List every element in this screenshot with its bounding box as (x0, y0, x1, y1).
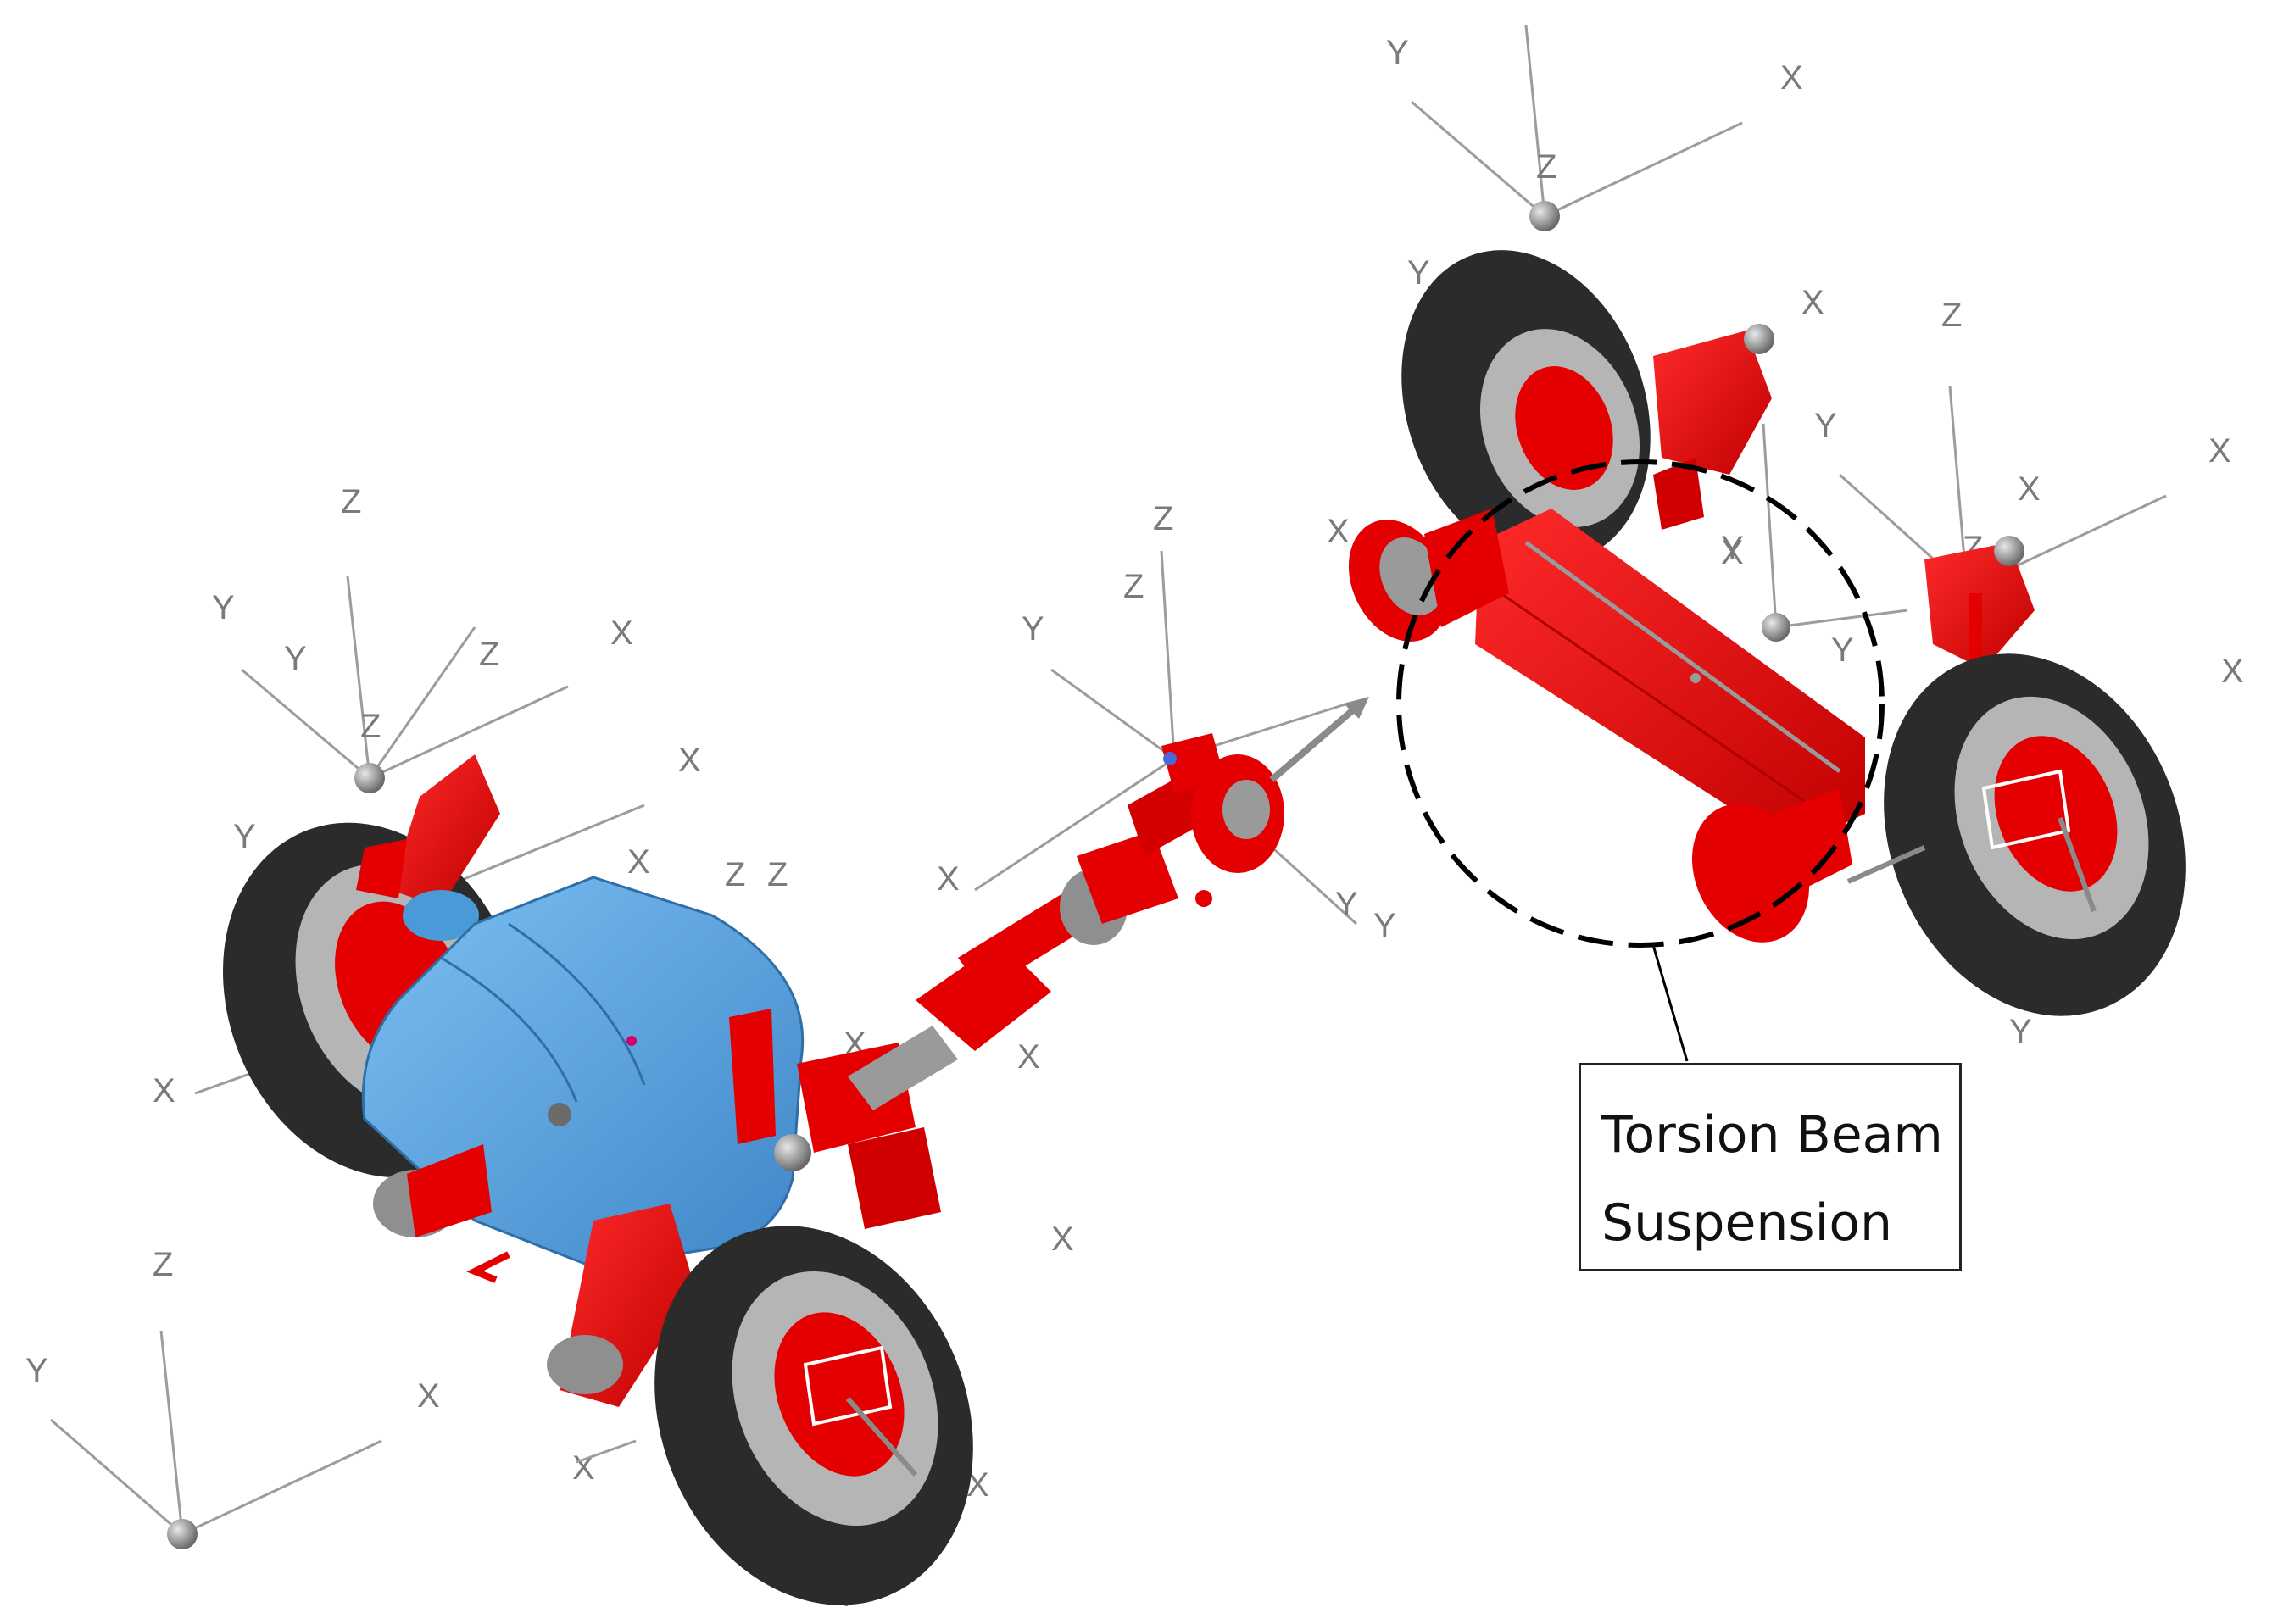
callout-line-1: Torsion Beam (1601, 1105, 1943, 1165)
torsion-beam (1475, 509, 1865, 848)
svg-text:X: X (1327, 513, 1350, 550)
svg-text:Y: Y (212, 589, 235, 626)
svg-text:X: X (1051, 1221, 1074, 1258)
svg-text:X: X (610, 615, 633, 652)
svg-text:Z: Z (1536, 148, 1556, 186)
svg-text:Y: Y (233, 818, 256, 855)
axis-triad-rear-top: Y X Z Y X (1386, 25, 1824, 321)
front-lower-arm (373, 1144, 510, 1283)
axis-triad-front-left-strut: Z Y Y Z Z X X (212, 483, 701, 793)
torsion-beam-highlight-circle (1396, 459, 1885, 948)
torsion-beam-callout: Torsion Beam Suspension (1579, 1063, 1962, 1271)
svg-text:Z: Z (341, 483, 361, 520)
svg-text:Z: Z (479, 636, 499, 673)
svg-text:Z: Z (725, 856, 745, 893)
svg-text:Z: Z (1153, 500, 1173, 537)
svg-text:Y: Y (1373, 907, 1396, 944)
svg-text:Y: Y (1814, 407, 1837, 444)
rear-right-wheel (1846, 653, 2186, 1016)
svg-text:Y: Y (1386, 34, 1409, 71)
svg-text:Z: Z (360, 708, 381, 745)
svg-text:Y: Y (2009, 1013, 2032, 1050)
svg-text:X: X (2221, 653, 2244, 690)
rear-left-wheel (1401, 250, 1651, 564)
svg-text:X: X (1780, 59, 1803, 97)
front-left-strut (356, 754, 500, 941)
svg-text:Z: Z (767, 856, 788, 893)
axis-triad-steering: Z Z Y X Y Y Z Z X X (725, 500, 1396, 1076)
svg-text:Y: Y (1407, 254, 1430, 292)
front-right-wheel (654, 1226, 973, 1605)
svg-text:X: X (153, 1072, 175, 1110)
svg-text:Z: Z (1123, 568, 1144, 605)
rear-left-spring-mount (1653, 324, 1774, 530)
svg-text:Y: Y (1721, 530, 1744, 567)
svg-text:Y: Y (1335, 886, 1358, 923)
svg-text:X: X (2018, 470, 2041, 508)
svg-text:Y: Y (25, 1352, 48, 1389)
svg-text:X: X (1017, 1038, 1040, 1076)
svg-text:X: X (572, 1449, 595, 1487)
svg-text:X: X (678, 742, 701, 779)
svg-text:X: X (1801, 284, 1824, 321)
svg-text:X: X (937, 860, 960, 898)
callout-label: Torsion Beam Suspension (1601, 1091, 1943, 1267)
svg-text:Z: Z (1941, 297, 1962, 334)
callout-line-2: Suspension (1601, 1193, 1893, 1253)
axis-triad-ground: Z Y X (25, 1246, 440, 1549)
callout-leader-line (1651, 944, 1689, 1062)
svg-text:Y: Y (1022, 610, 1044, 648)
svg-text:X: X (2208, 432, 2231, 470)
rear-trailing-arm-left (1348, 509, 1509, 642)
axis-triad-front-left-wheel: Y X X (153, 804, 650, 1110)
svg-text:Y: Y (1831, 631, 1854, 669)
svg-text:Z: Z (153, 1246, 173, 1283)
svg-text:Y: Y (284, 640, 307, 677)
drive-shaft (848, 697, 1369, 1110)
svg-text:X: X (1721, 534, 1744, 571)
svg-text:X: X (627, 843, 650, 881)
rear-trailing-arm-right (1692, 788, 1852, 943)
svg-text:X: X (417, 1377, 440, 1415)
